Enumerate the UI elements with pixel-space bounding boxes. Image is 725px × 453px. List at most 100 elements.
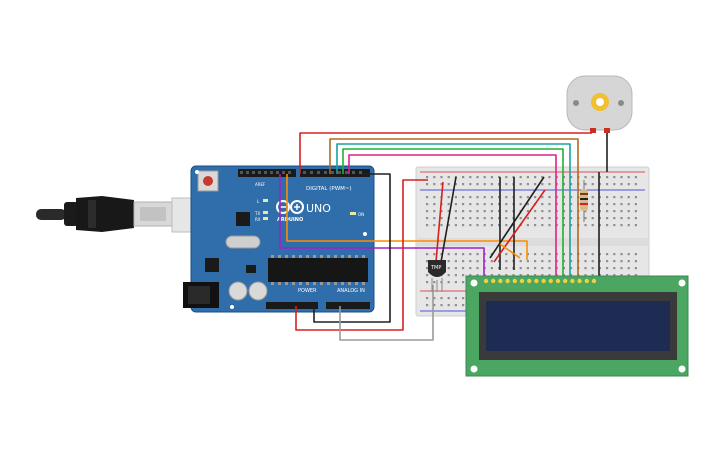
breadboard-hole[interactable]	[462, 203, 465, 206]
breadboard-hole[interactable]	[598, 203, 601, 206]
breadboard-hole[interactable]	[447, 267, 450, 270]
breadboard-hole[interactable]	[620, 217, 623, 220]
breadboard-hole[interactable]	[634, 267, 637, 270]
breadboard-hole[interactable]	[519, 253, 522, 256]
breadboard-hole[interactable]	[454, 210, 457, 213]
breadboard-hole[interactable]	[620, 210, 623, 213]
breadboard-hole[interactable]	[562, 183, 565, 186]
breadboard-hole[interactable]	[483, 183, 486, 186]
breadboard-hole[interactable]	[598, 274, 601, 277]
breadboard-hole[interactable]	[505, 183, 508, 186]
breadboard-hole[interactable]	[620, 260, 623, 263]
breadboard-hole[interactable]	[426, 217, 429, 220]
breadboard-hole[interactable]	[548, 253, 551, 256]
breadboard-hole[interactable]	[462, 260, 465, 263]
breadboard-hole[interactable]	[469, 260, 472, 263]
breadboard-hole[interactable]	[440, 210, 443, 213]
arduino-uno-board[interactable]: DIGITAL (PWM~) AREF UNO ARDUINO L TX RX …	[183, 165, 375, 313]
breadboard-hole[interactable]	[505, 203, 508, 206]
breadboard-hole[interactable]	[454, 217, 457, 220]
breadboard-hole[interactable]	[541, 253, 544, 256]
breadboard-hole[interactable]	[562, 253, 565, 256]
breadboard-hole[interactable]	[606, 217, 609, 220]
breadboard-hole[interactable]	[634, 183, 637, 186]
breadboard-hole[interactable]	[584, 183, 587, 186]
breadboard-hole[interactable]	[498, 210, 501, 213]
breadboard-hole[interactable]	[591, 224, 594, 227]
breadboard-hole[interactable]	[584, 253, 587, 256]
breadboard-hole[interactable]	[534, 176, 537, 179]
breadboard-hole[interactable]	[526, 217, 529, 220]
wire-red-5v[interactable]	[295, 179, 428, 331]
breadboard-hole[interactable]	[562, 203, 565, 206]
breadboard-hole[interactable]	[426, 297, 429, 300]
breadboard-hole[interactable]	[620, 224, 623, 227]
breadboard-hole[interactable]	[469, 210, 472, 213]
breadboard-hole[interactable]	[505, 260, 508, 263]
breadboard-hole[interactable]	[476, 260, 479, 263]
breadboard-hole[interactable]	[490, 224, 493, 227]
breadboard-hole[interactable]	[440, 224, 443, 227]
breadboard-hole[interactable]	[526, 267, 529, 270]
breadboard-hole[interactable]	[526, 183, 529, 186]
breadboard-hole[interactable]	[447, 196, 450, 199]
breadboard-hole[interactable]	[490, 196, 493, 199]
breadboard-hole[interactable]	[476, 176, 479, 179]
breadboard-hole[interactable]	[541, 210, 544, 213]
breadboard-hole[interactable]	[519, 203, 522, 206]
breadboard-hole[interactable]	[505, 267, 508, 270]
breadboard-hole[interactable]	[483, 217, 486, 220]
breadboard-hole[interactable]	[462, 196, 465, 199]
breadboard-hole[interactable]	[598, 176, 601, 179]
breadboard-hole[interactable]	[570, 210, 573, 213]
breadboard-hole[interactable]	[526, 224, 529, 227]
resistor-icon[interactable]	[580, 180, 588, 222]
lcd-pin[interactable]	[541, 278, 546, 284]
breadboard-hole[interactable]	[606, 196, 609, 199]
breadboard-hole[interactable]	[440, 183, 443, 186]
breadboard-hole[interactable]	[526, 274, 529, 277]
breadboard-hole[interactable]	[627, 183, 630, 186]
breadboard-hole[interactable]	[519, 267, 522, 270]
breadboard-hole[interactable]	[548, 217, 551, 220]
breadboard-hole[interactable]	[476, 217, 479, 220]
breadboard-hole[interactable]	[562, 274, 565, 277]
breadboard-hole[interactable]	[606, 260, 609, 263]
breadboard-hole[interactable]	[606, 253, 609, 256]
breadboard-hole[interactable]	[591, 210, 594, 213]
breadboard-hole[interactable]	[476, 274, 479, 277]
breadboard-hole[interactable]	[634, 217, 637, 220]
breadboard-hole[interactable]	[462, 176, 465, 179]
breadboard-hole[interactable]	[433, 304, 436, 307]
breadboard-hole[interactable]	[454, 281, 457, 284]
breadboard-hole[interactable]	[469, 196, 472, 199]
wire-black-gnd[interactable]	[313, 173, 391, 323]
breadboard-hole[interactable]	[490, 176, 493, 179]
breadboard-hole[interactable]	[534, 274, 537, 277]
breadboard-hole[interactable]	[570, 274, 573, 277]
breadboard-hole[interactable]	[447, 281, 450, 284]
breadboard-hole[interactable]	[541, 260, 544, 263]
breadboard-hole[interactable]	[462, 217, 465, 220]
breadboard-hole[interactable]	[498, 260, 501, 263]
breadboard-hole[interactable]	[620, 203, 623, 206]
breadboard-hole[interactable]	[584, 274, 587, 277]
breadboard-hole[interactable]	[483, 210, 486, 213]
breadboard-hole[interactable]	[519, 183, 522, 186]
lcd-pin[interactable]	[527, 278, 532, 284]
lcd-pin[interactable]	[584, 278, 589, 284]
breadboard-hole[interactable]	[613, 267, 616, 270]
breadboard-hole[interactable]	[598, 260, 601, 263]
breadboard-hole[interactable]	[426, 183, 429, 186]
breadboard-hole[interactable]	[447, 274, 450, 277]
breadboard-hole[interactable]	[570, 253, 573, 256]
breadboard-hole[interactable]	[426, 176, 429, 179]
breadboard-hole[interactable]	[634, 196, 637, 199]
breadboard-hole[interactable]	[505, 217, 508, 220]
breadboard-hole[interactable]	[469, 274, 472, 277]
lcd-display[interactable]	[465, 275, 689, 377]
breadboard-hole[interactable]	[584, 176, 587, 179]
breadboard-hole[interactable]	[426, 260, 429, 263]
lcd-pin[interactable]	[548, 278, 553, 284]
breadboard-hole[interactable]	[634, 176, 637, 179]
